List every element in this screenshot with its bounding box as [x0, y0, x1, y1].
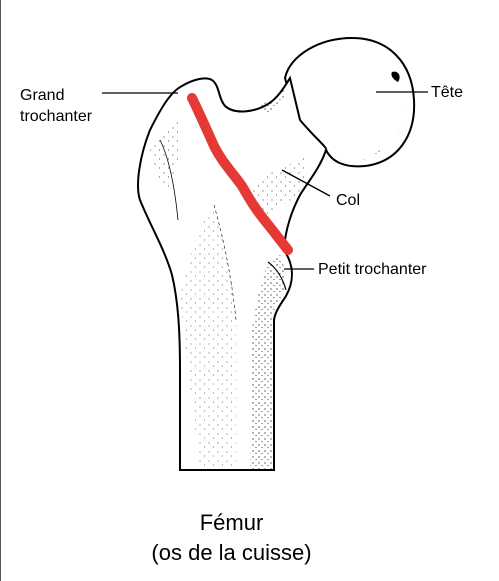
fracture-line [187, 93, 293, 255]
leader-lines [102, 91, 428, 270]
label-grand-trochanter: Grand trochanter [20, 85, 92, 127]
left-border [0, 0, 1, 581]
label-tete: Tête [431, 84, 464, 101]
label-col: Col [336, 192, 361, 209]
caption-title: Fémur [199, 510, 264, 535]
label-grand-trochanter-line2: trochanter [20, 108, 93, 125]
leader-col [281, 169, 331, 197]
femur-body [137, 75, 328, 471]
caption-subtitle: (os de la cuisse) [151, 540, 312, 565]
label-grand-trochanter-line1: Grand [20, 87, 65, 104]
femoral-head [283, 36, 416, 168]
label-petit-trochanter: Petit trochanter [318, 261, 427, 278]
